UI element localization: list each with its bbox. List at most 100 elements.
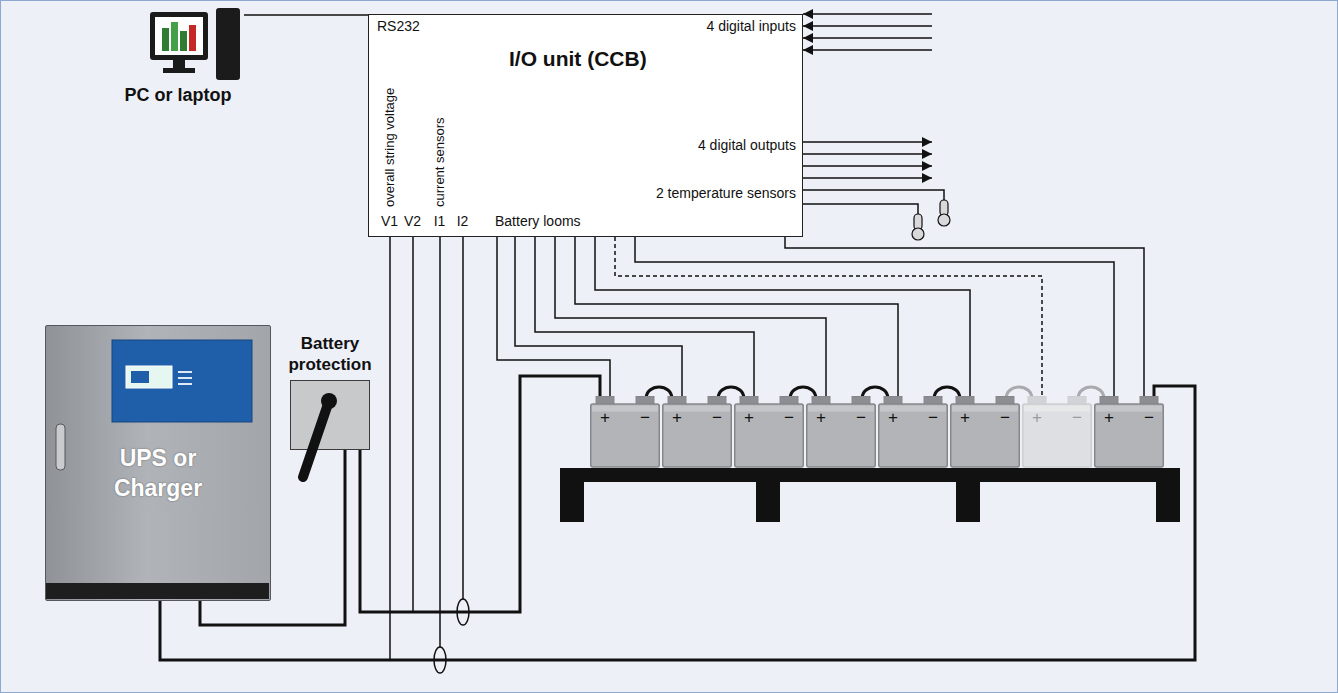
measurement-wires: [390, 236, 469, 673]
battery-block: +−: [1022, 396, 1092, 468]
terminal-polarity: +: [672, 408, 682, 428]
terminal-polarity: +: [1104, 408, 1114, 428]
battery-picture: [1022, 396, 1092, 468]
rack-leg: [1156, 482, 1180, 522]
battery-loom-wire: [615, 237, 1042, 396]
battery-loom-wire: [497, 237, 610, 396]
battery-rack: [560, 468, 1180, 522]
terminal-polarity: +: [744, 408, 754, 428]
battery-loom-wire: [635, 237, 1114, 396]
pc-tower: [216, 8, 240, 80]
thermometer-bulb: [912, 228, 924, 240]
output-arrow: [803, 141, 932, 143]
rack-leg: [956, 482, 980, 522]
power-cable: [360, 376, 600, 612]
battery-picture: [590, 396, 660, 468]
panel-mark: [178, 377, 192, 379]
sensor-wire: [803, 190, 944, 200]
battery-body: [1023, 404, 1092, 467]
port-label: RS232: [377, 18, 420, 34]
computer-icon: PC or laptop: [112, 6, 244, 108]
battery-picture: [734, 396, 804, 468]
battery-block: +−: [878, 396, 948, 468]
terminal-polarity: −: [1072, 408, 1082, 428]
battery-body: [1095, 404, 1164, 467]
battery-body: [735, 404, 804, 467]
input-arrow: [803, 25, 932, 27]
power-cable: [160, 386, 1195, 660]
panel-mark: [178, 383, 192, 385]
vertical-label: overall string voltage: [383, 88, 398, 207]
terminal-polarity: −: [856, 408, 866, 428]
battery-picture: [662, 396, 732, 468]
battery-block: +−: [950, 396, 1020, 468]
connector-label: Battery looms: [495, 213, 581, 229]
battery-loom-wire: [785, 237, 1144, 396]
input-arrow: [803, 13, 932, 15]
lever-pivot: [321, 393, 337, 409]
ups-cabinet: UPS or Charger: [45, 325, 271, 601]
lcd-segment: [131, 371, 149, 383]
digital-input-arrows: [803, 14, 932, 50]
current-sensor-wire: [462, 236, 464, 599]
signal-name: I1: [434, 213, 446, 229]
door-handle: [56, 424, 65, 470]
battery-protection-switch: Battery protection: [290, 380, 370, 450]
screen: [155, 17, 203, 55]
terminal-polarity: −: [928, 408, 938, 428]
battery-loom-wire: [515, 237, 682, 396]
battery-picture: [1094, 396, 1164, 468]
monitor-stand: [173, 60, 185, 69]
sensor-wire: [803, 204, 918, 214]
control-panel: [112, 340, 252, 422]
unit-title: I/O unit (CCB): [509, 47, 647, 71]
current-sensor-wire: [439, 236, 441, 647]
panel-mark: [178, 371, 192, 373]
battery-block: +−: [1094, 396, 1164, 468]
terminal-polarity: +: [816, 408, 826, 428]
battery-picture: [806, 396, 876, 468]
battery-picture: [878, 396, 948, 468]
battery-body: [807, 404, 876, 467]
chart-bar: [162, 28, 169, 51]
battery-block: +−: [806, 396, 876, 468]
terminal-polarity: +: [600, 408, 610, 428]
voltage-sense-wire: [412, 236, 414, 612]
battery-block: +−: [590, 396, 660, 468]
io-unit-box: RS232I/O unit (CCB) overall string voltag…: [368, 14, 803, 237]
chart-bar: [180, 31, 187, 51]
chart-bar: [171, 22, 178, 51]
io-label: 2 temperature sensors: [656, 185, 796, 201]
voltage-sense-wire: [389, 236, 391, 660]
vertical-label: current sensors: [433, 117, 448, 207]
battery-picture: [950, 396, 1020, 468]
cabinet-plinth: [46, 583, 269, 599]
battery-block: +−: [734, 396, 804, 468]
battery-body: [951, 404, 1020, 467]
io-label: 4 digital outputs: [698, 137, 796, 153]
terminal-polarity: −: [712, 408, 722, 428]
lever-handle: [303, 401, 329, 477]
terminal-polarity: −: [784, 408, 794, 428]
digital-output-arrows: [803, 142, 932, 178]
input-arrow: [803, 49, 932, 51]
chart-bar: [189, 25, 196, 51]
monitor-base: [163, 68, 195, 73]
output-arrow: [803, 153, 932, 155]
terminal-polarity: +: [1032, 408, 1042, 428]
signal-name: I2: [457, 213, 469, 229]
battery-loom-wire: [595, 237, 970, 396]
input-arrow: [803, 37, 932, 39]
battery-loom-wire: [535, 237, 754, 396]
output-arrow: [803, 165, 932, 167]
terminal-polarity: +: [960, 408, 970, 428]
thermometer-bulb: [938, 214, 950, 226]
serial-cable: [244, 14, 368, 16]
battery-body: [663, 404, 732, 467]
signal-name: V1: [381, 213, 398, 229]
terminal-polarity: −: [1144, 408, 1154, 428]
switch-lever: [291, 381, 368, 448]
terminal-polarity: −: [640, 408, 650, 428]
rack-leg: [756, 482, 780, 522]
